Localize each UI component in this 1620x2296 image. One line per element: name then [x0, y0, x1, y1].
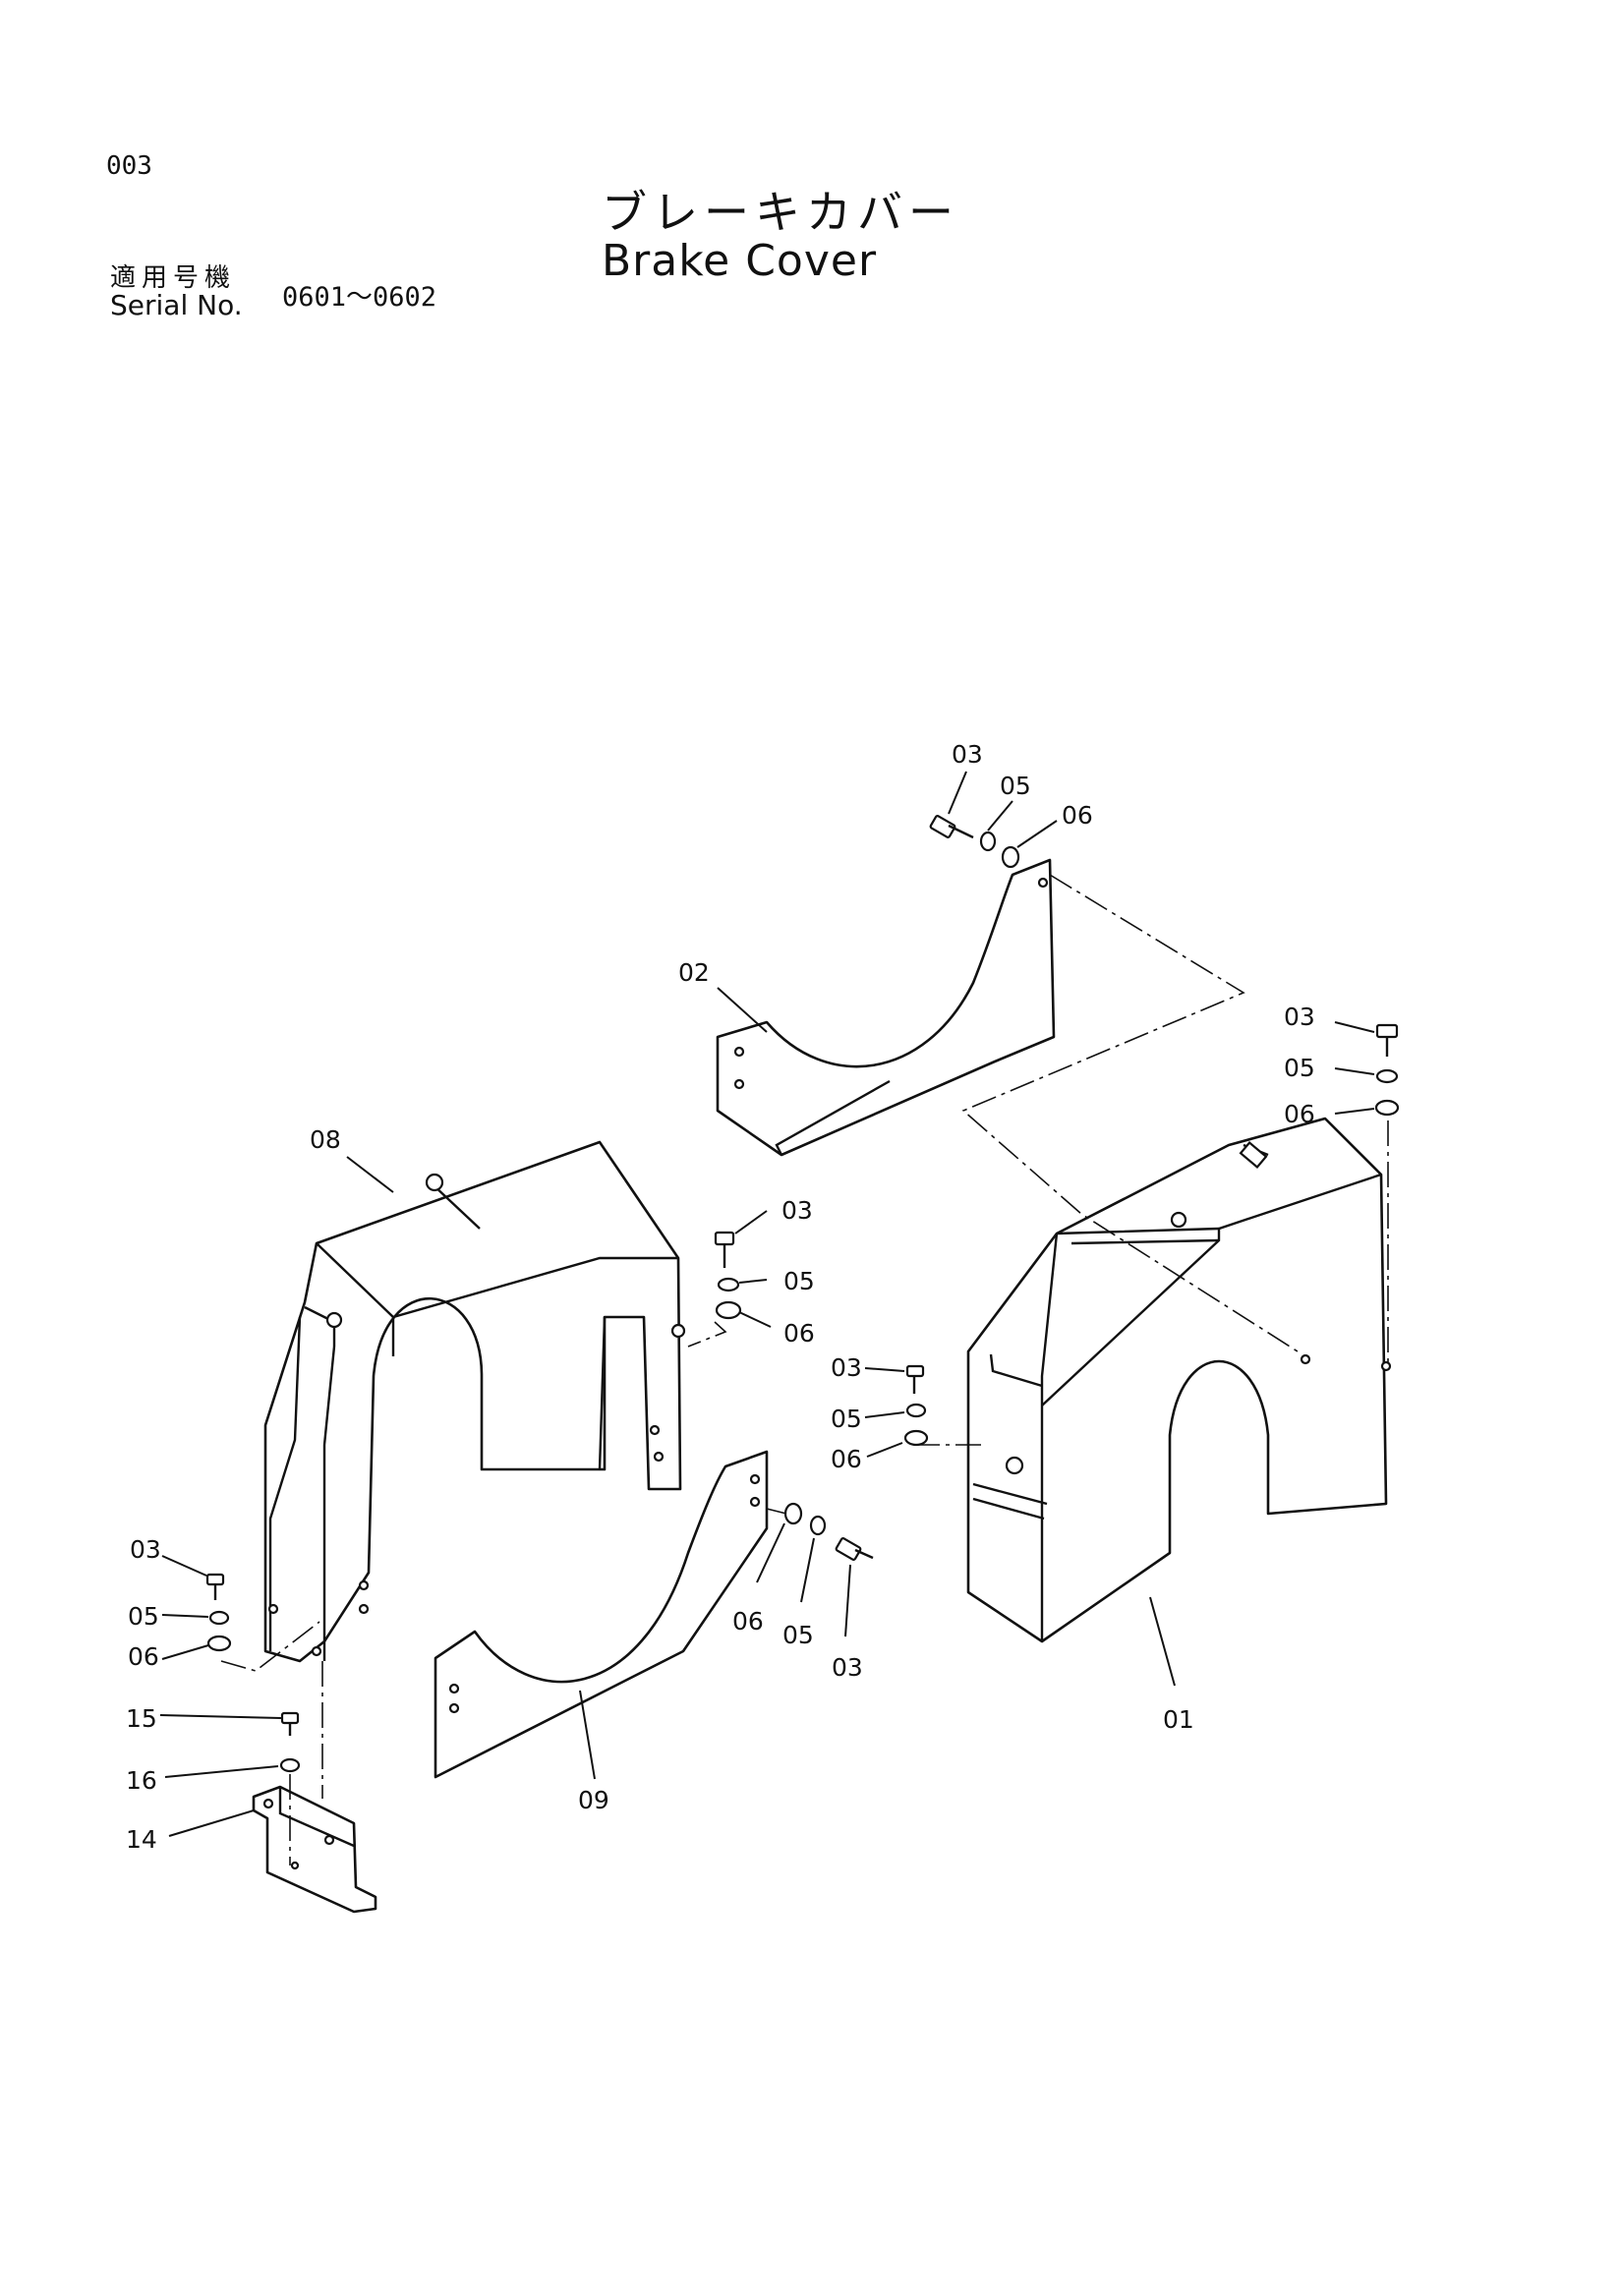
assembly-lines [220, 874, 1389, 1866]
callout-15: 15 [126, 1704, 157, 1733]
callout-03: 03 [832, 1653, 863, 1682]
callout-09: 09 [578, 1786, 609, 1814]
callout-06: 06 [732, 1607, 764, 1636]
callout-02: 02 [678, 958, 710, 987]
callout-08: 08 [310, 1125, 341, 1154]
part-09-plate [434, 1450, 769, 1779]
serial-range: 0601～0602 [282, 282, 437, 313]
callout-03: 03 [1284, 1003, 1315, 1031]
callout-06: 06 [831, 1445, 862, 1473]
callout-05: 05 [1000, 772, 1031, 800]
callout-03: 03 [130, 1535, 161, 1564]
page-number: 003 [106, 151, 152, 181]
callout-14: 14 [126, 1825, 157, 1854]
callout-05: 05 [831, 1405, 862, 1433]
callout-03: 03 [831, 1353, 862, 1382]
callout-03: 03 [952, 740, 983, 769]
title-english: Brake Cover [602, 236, 878, 286]
part-14-bracket [252, 1785, 377, 1914]
title-japanese: ブレーキカバー [602, 186, 959, 239]
callout-03: 03 [781, 1196, 813, 1225]
part-02-plate [716, 858, 1056, 1157]
serial-label-japanese: 適用号機 [110, 263, 237, 293]
callout-06: 06 [128, 1642, 159, 1671]
callout-06: 06 [1062, 801, 1093, 830]
callout-06: 06 [783, 1319, 815, 1348]
callout-05: 05 [1284, 1054, 1315, 1082]
callout-05: 05 [783, 1267, 815, 1295]
part-01-cover [966, 1117, 1392, 1643]
callout-05: 05 [128, 1602, 159, 1631]
leader-lines [159, 771, 1375, 1837]
serial-label-english: Serial No. [110, 289, 243, 321]
callout-05: 05 [782, 1621, 814, 1649]
part-08-cover [263, 1140, 686, 1663]
callout-06: 06 [1284, 1100, 1315, 1128]
hardware-set [205, 815, 1400, 1773]
callout-16: 16 [126, 1766, 157, 1795]
callout-01: 01 [1163, 1705, 1194, 1734]
callout-labels: 03 05 06 02 03 05 06 03 05 06 03 05 06 0… [126, 740, 1315, 1854]
